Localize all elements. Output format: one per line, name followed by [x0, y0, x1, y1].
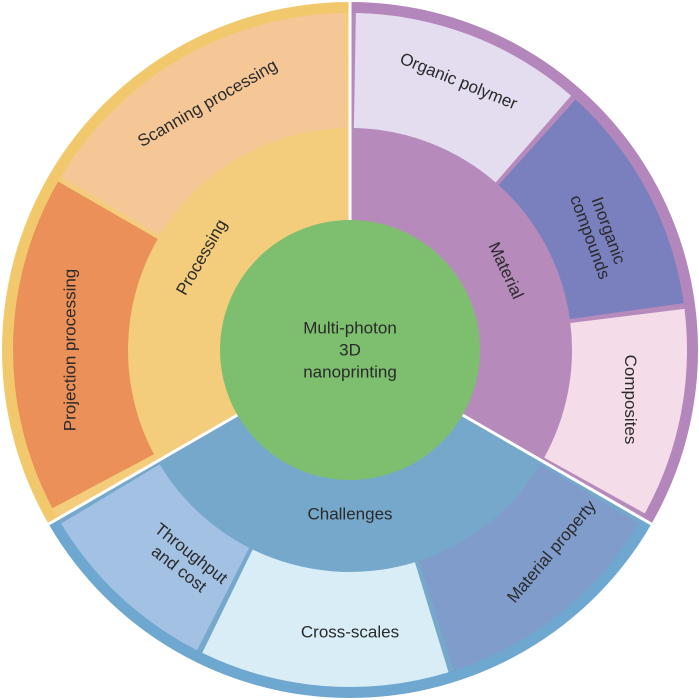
segment-throughput-cost [61, 464, 250, 651]
segment-composites [544, 308, 687, 514]
center-title-line: Multi-photon [303, 319, 397, 338]
center-title-line: 3D [339, 341, 361, 360]
label-projection: Projection processing [61, 269, 80, 432]
center-title-line: nanoprinting [303, 363, 397, 382]
group-divider [461, 413, 653, 526]
label-composites-line: Composites [621, 355, 640, 445]
challenges-label: Challenges [307, 505, 392, 524]
label-cross-scales: Cross-scales [301, 623, 399, 642]
segment-cross-scales [202, 549, 449, 687]
segment-projection [12, 181, 158, 509]
segment-organic-polymer [353, 13, 572, 183]
center-circle [220, 220, 480, 480]
segment-scanning [61, 13, 347, 236]
label-projection-line: Projection processing [61, 269, 80, 432]
label-composites: Composites [621, 355, 640, 445]
label-cross-scales-line: Cross-scales [301, 623, 399, 642]
segment-material-property [418, 464, 639, 671]
segment-inorganic-compounds [498, 99, 684, 320]
group-divider [47, 413, 239, 526]
